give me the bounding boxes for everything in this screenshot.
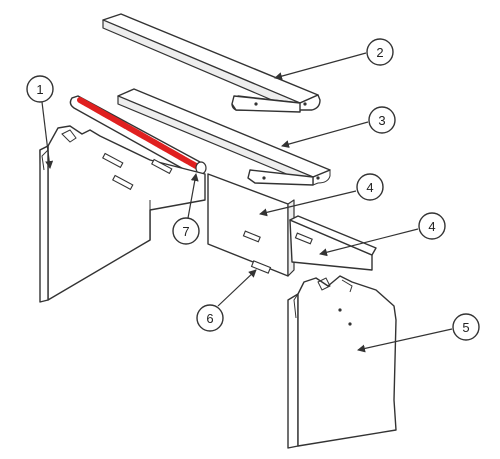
callout-4-lower-label: 4 — [428, 219, 435, 234]
callout-7-label: 7 — [182, 224, 189, 239]
callout-1: 1 — [26, 75, 54, 103]
callout-2: 2 — [366, 38, 394, 66]
callout-6: 6 — [196, 304, 224, 332]
callout-3: 3 — [368, 106, 396, 134]
callout-7: 7 — [172, 217, 200, 245]
callout-4-lower: 4 — [418, 212, 446, 240]
leader-lines — [41, 52, 453, 353]
callout-6-label: 6 — [206, 311, 213, 326]
part-5-right-side-panel — [287, 275, 397, 449]
tube-highlight — [77, 97, 199, 169]
callout-3-label: 3 — [378, 113, 385, 128]
part-1-left-side-panel — [39, 125, 206, 303]
left-panel-slots — [102, 152, 173, 191]
callout-4-upper: 4 — [356, 173, 384, 201]
callout-5-label: 5 — [462, 320, 469, 335]
callout-5: 5 — [452, 313, 480, 341]
part-3-lower-baffle — [117, 88, 331, 186]
callout-2-label: 2 — [376, 45, 383, 60]
callout-1-label: 1 — [36, 82, 43, 97]
part-2-top-baffle — [102, 13, 321, 113]
part-6-peg — [250, 260, 272, 274]
part-4-right-brick — [289, 215, 377, 271]
part-4-middle-brick — [207, 173, 295, 277]
callout-4-upper-label: 4 — [366, 180, 373, 195]
